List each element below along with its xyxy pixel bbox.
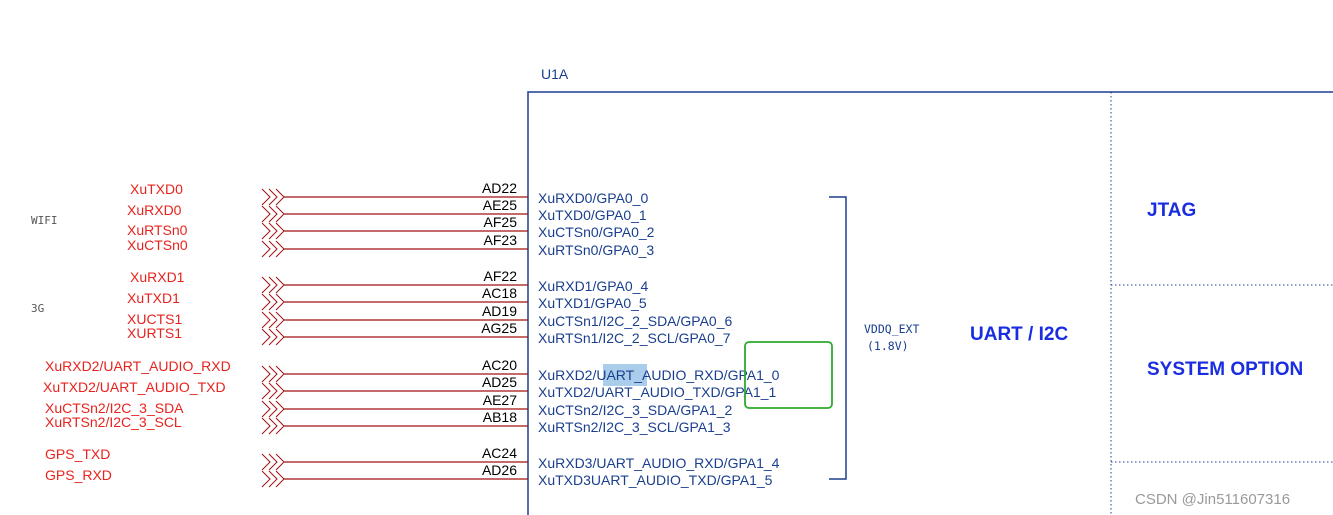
net-row: XuTXD2/UART_AUDIO_TXD AD25XuTXD2/UART_AUD…: [43, 374, 777, 400]
pin-number: AF23: [484, 232, 518, 248]
off-sheet-connector-icon: [261, 205, 285, 223]
net-label: XuTXD0: [130, 181, 183, 197]
net-label: XuRXD2/UART_AUDIO_RXD: [45, 358, 231, 374]
off-sheet-connector-icon: [261, 240, 285, 258]
off-sheet-connector-icon: [261, 382, 285, 400]
net-row: XuCTSn2/I2C_3_SDA AE27XuCTSn2/I2C_3_SDA/G…: [45, 392, 733, 418]
net-label: XUCTS1: [127, 311, 182, 327]
off-sheet-connector-icon: [261, 311, 285, 329]
signal-name: XuRTSn0/GPA0_3: [538, 242, 654, 258]
net-label: XuTXD2/UART_AUDIO_TXD: [43, 379, 226, 395]
pin-number: AF25: [484, 214, 518, 230]
pin-number: AG25: [481, 320, 517, 336]
net-label: XuRXD1: [130, 269, 185, 285]
net-label: XuCTSn0: [127, 237, 188, 253]
section-title-system-option: SYSTEM OPTION: [1147, 359, 1303, 380]
off-sheet-connector-icon: [261, 188, 285, 206]
component-outline: [527, 91, 1333, 515]
pin-number: AD25: [482, 374, 517, 390]
signal-name: XuRXD3/UART_AUDIO_RXD/GPA1_4: [538, 455, 780, 471]
signal-name: XuCTSn2/I2C_3_SDA/GPA1_2: [538, 402, 733, 418]
net-row: XuRTSn2/I2C_3_SCL AB18XuRTSn2/I2C_3_SCL/G…: [45, 409, 731, 435]
bank-voltage-label: (1.8V): [867, 339, 909, 353]
text-selection-highlight: [603, 364, 647, 386]
group-label: 3G: [31, 302, 44, 315]
net-label: XuRXD0: [127, 202, 182, 218]
signal-name: XuTXD3UART_AUDIO_TXD/GPA1_5: [538, 472, 773, 488]
pin-number: AC24: [482, 445, 517, 461]
off-sheet-connector-icon: [261, 417, 285, 435]
net-row: XuRXD2/UART_AUDIO_RXD AC20XuRXD2/UART_AUD…: [45, 357, 780, 383]
off-sheet-connector-icon: [261, 293, 285, 311]
pin-number: AD19: [482, 303, 517, 319]
pin-number: AF22: [484, 268, 518, 284]
pin-number: AD26: [482, 462, 517, 478]
component-refdes: U1A: [541, 66, 569, 82]
bank-bracket: [829, 196, 847, 480]
signal-name: XuTXD1/GPA0_5: [538, 295, 647, 311]
group-label: WIFI: [31, 214, 58, 227]
watermark: CSDN @Jin511607316: [1135, 491, 1290, 508]
off-sheet-connector-icon: [261, 276, 285, 294]
net-label: XuRTSn2/I2C_3_SCL: [45, 414, 182, 430]
net-label: XuRTSn0: [127, 222, 188, 238]
bank-title: UART / I2C: [970, 324, 1068, 345]
off-sheet-connector-icon: [261, 328, 285, 346]
signal-name: XuTXD2/UART_AUDIO_TXD/GPA1_1: [538, 384, 777, 400]
off-sheet-connector-icon: [261, 365, 285, 383]
off-sheet-connector-icon: [261, 222, 285, 240]
pin-number: AC18: [482, 285, 517, 301]
off-sheet-connector-icon: [261, 470, 285, 488]
pin-number: AC20: [482, 357, 517, 373]
net-label: XuCTSn2/I2C_3_SDA: [45, 400, 184, 416]
net-label: GPS_TXD: [45, 446, 110, 462]
off-sheet-connector-icon: [261, 400, 285, 418]
net-label: XURTS1: [127, 325, 182, 341]
signal-name: XuRTSn1/I2C_2_SCL/GPA0_7: [538, 330, 731, 346]
net-label: GPS_RXD: [45, 467, 112, 483]
signal-name: XuTXD0/GPA0_1: [538, 207, 647, 223]
off-sheet-connector-icon: [261, 453, 285, 471]
highlight-box: [744, 341, 833, 409]
pin-number: AB18: [483, 409, 517, 425]
signal-name: XuRXD2/UART_AUDIO_RXD/GPA1_0: [538, 367, 780, 383]
section-title-jtag: JTAG: [1147, 200, 1196, 221]
pin-number: AE27: [483, 392, 517, 408]
signal-name: XuCTSn0/GPA0_2: [538, 224, 655, 240]
pin-number: AD22: [482, 180, 517, 196]
signal-name: XuCTSn1/I2C_2_SDA/GPA0_6: [538, 313, 733, 329]
signal-name: XuRXD1/GPA0_4: [538, 278, 648, 294]
signal-name: XuRXD0/GPA0_0: [538, 190, 648, 206]
bank-supply-label: VDDQ_EXT: [864, 322, 919, 336]
net-label: XuTXD1: [127, 290, 180, 306]
pin-number: AE25: [483, 197, 517, 213]
signal-name: XuRTSn2/I2C_3_SCL/GPA1_3: [538, 419, 731, 435]
net-groups: WIFI 3G: [31, 214, 58, 315]
